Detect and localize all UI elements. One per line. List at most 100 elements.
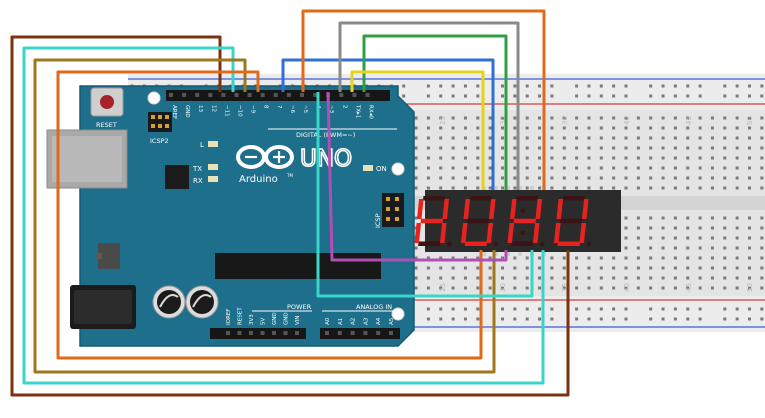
breadboard-hole	[649, 156, 653, 160]
power-pin-socket[interactable]	[260, 331, 265, 335]
breadboard-hole	[673, 146, 677, 150]
digital-pin-socket[interactable]	[221, 93, 226, 97]
analog-pin-socket[interactable]	[325, 331, 329, 335]
rail-hole	[624, 307, 628, 311]
analog-pin-label: A4	[376, 317, 382, 325]
analog-pin-socket[interactable]	[376, 331, 381, 335]
rail-hole	[599, 84, 603, 88]
icsp2-pins	[151, 115, 169, 128]
breadboard-hole	[439, 136, 443, 140]
breadboard-hole	[723, 286, 727, 290]
infinity-logo-icon	[236, 145, 294, 169]
digital-pin-socket[interactable]	[208, 93, 213, 97]
breadboard-hole	[501, 256, 504, 260]
analog-pin-socket[interactable]	[363, 331, 368, 335]
wire-brown-pin13	[10, 35, 570, 397]
breadboard-hole	[426, 156, 430, 160]
breadboard-hole	[636, 236, 640, 240]
rail-hole	[612, 84, 616, 88]
breadboard-hole	[414, 136, 418, 140]
power-pin-socket[interactable]	[249, 331, 253, 335]
breadboard-hole	[488, 256, 492, 260]
breadboard-hole	[698, 146, 702, 150]
breadboard-hole	[636, 166, 640, 170]
rail-hole	[513, 84, 517, 88]
capacitor	[185, 285, 219, 319]
breadboard-hole	[525, 276, 529, 280]
breadboard-hole	[624, 286, 628, 290]
breadboard-hole	[748, 246, 751, 250]
breadboard-hole	[525, 116, 529, 120]
analog-pin-label: A2	[351, 318, 357, 325]
power-pin-socket[interactable]	[237, 331, 242, 335]
breadboard-hole	[723, 116, 727, 120]
digital-pin-socket[interactable]	[365, 93, 370, 97]
breadboard-hole	[735, 156, 739, 160]
power-pin-socket[interactable]	[295, 331, 299, 335]
digital-pin-socket[interactable]	[195, 93, 200, 97]
rail-hole	[686, 94, 690, 98]
rail-hole	[624, 317, 628, 321]
power-label: POWER	[287, 303, 312, 311]
breadboard-hole	[673, 126, 677, 130]
breadboard-hole	[723, 186, 727, 190]
breadboard-hole	[748, 216, 751, 220]
digital-pin-socket[interactable]	[247, 93, 252, 97]
digital-pin-socket[interactable]	[352, 93, 357, 97]
digital-pin-socket[interactable]	[169, 93, 173, 97]
analog-pin-socket[interactable]	[350, 331, 355, 335]
power-pin-socket[interactable]	[283, 331, 288, 335]
rail-hole	[426, 84, 430, 88]
power-pin-sockets	[226, 331, 299, 335]
rail-hole	[550, 317, 554, 321]
led-rx	[208, 176, 218, 182]
digital-pin-label: TX▸1	[354, 104, 360, 118]
digital-pin-socket[interactable]	[273, 93, 278, 97]
breadboard-hole	[587, 266, 591, 270]
breadboard-hole	[661, 226, 665, 230]
digital-pin-socket[interactable]	[300, 93, 304, 97]
digital-pin-label: ~5	[302, 105, 308, 114]
breadboard-hole	[575, 116, 579, 120]
rail-hole	[463, 317, 467, 321]
breadboard-hole	[488, 176, 492, 180]
rail-hole	[661, 317, 665, 321]
digital-pin-socket[interactable]	[260, 93, 265, 97]
breadboard-hole	[698, 116, 702, 120]
breadboard-hole	[673, 176, 677, 180]
power-pin-socket[interactable]	[226, 331, 230, 335]
rail-hole	[649, 317, 653, 321]
power-pin-label: 3V3	[249, 314, 255, 325]
analog-pin-socket[interactable]	[337, 331, 342, 335]
rail-hole	[525, 94, 529, 98]
reset-button[interactable]	[100, 95, 114, 109]
rail-hole	[451, 317, 455, 321]
digital-pin-socket[interactable]	[234, 93, 239, 97]
breadboard-hole	[587, 146, 591, 150]
digital-pin-socket[interactable]	[182, 93, 187, 97]
breadboard-hole	[538, 276, 542, 280]
icsp2-label: ICSP2	[150, 137, 169, 145]
digital-pin-socket[interactable]	[313, 93, 318, 97]
digital-pin-socket[interactable]	[286, 93, 291, 97]
breadboard-hole	[673, 236, 677, 240]
breadboard-hole	[686, 216, 690, 220]
breadboard-hole	[748, 166, 751, 170]
board-model: UNO	[300, 146, 352, 172]
segment-b	[488, 199, 496, 219]
breadboard-hole	[735, 126, 739, 130]
digital-pin-label: RX◂0	[368, 105, 374, 119]
breadboard-hole	[748, 226, 751, 230]
wire-orange-pin10	[56, 70, 483, 360]
rail-hole	[550, 84, 554, 88]
breadboard-hole	[649, 236, 653, 240]
rail-hole	[686, 317, 690, 321]
digital-pin-socket[interactable]	[339, 93, 344, 97]
breadboard-hole	[426, 186, 430, 190]
breadboard-hole	[426, 166, 430, 170]
breadboard-hole	[661, 186, 665, 190]
power-pin-socket[interactable]	[272, 331, 276, 335]
breadboard-hole	[686, 166, 690, 170]
analog-pin-socket[interactable]	[389, 331, 393, 335]
